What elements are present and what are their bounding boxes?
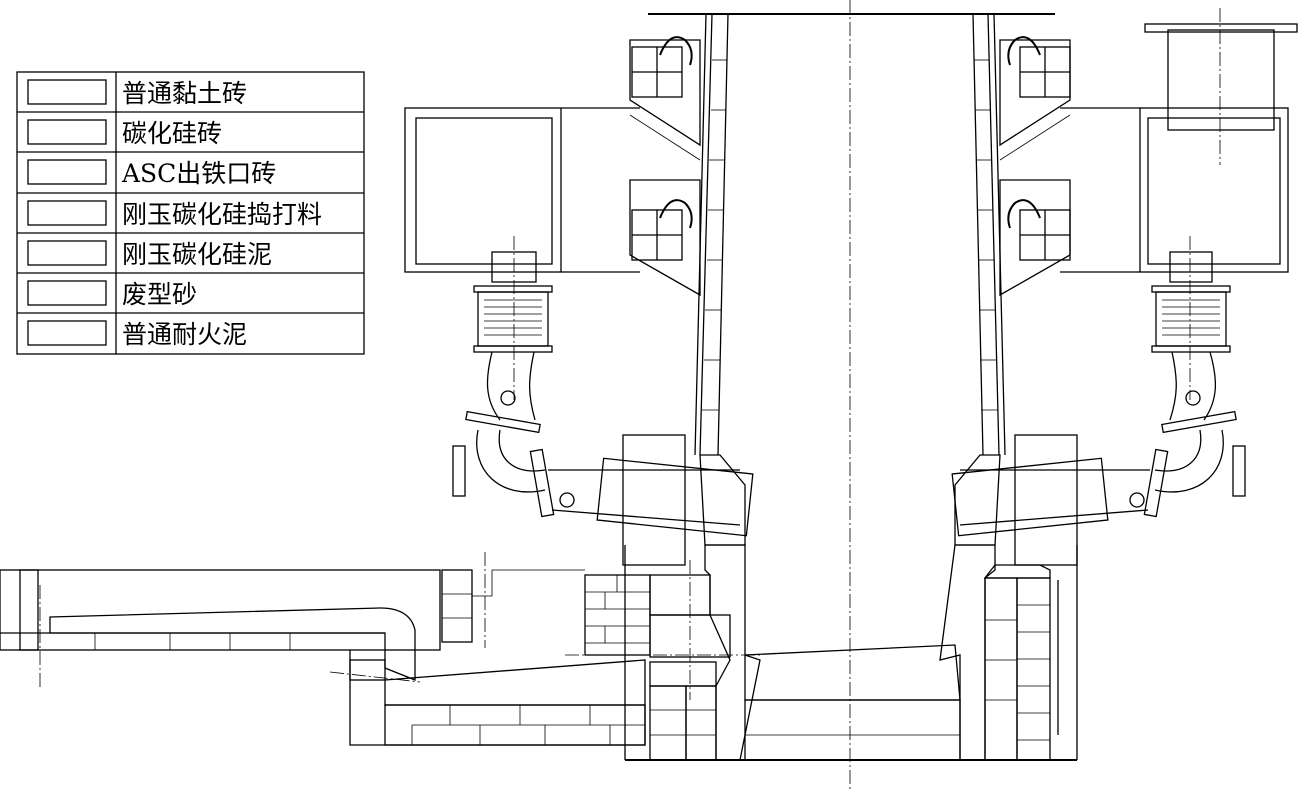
legend: 普通黏土砖 碳化硅砖 ASC出铁口砖 刚玉碳化硅捣打料 刚玉碳化硅泥 废型砂 普… <box>16 71 365 355</box>
iron-runner <box>0 552 646 746</box>
hearth <box>565 544 1078 761</box>
swatch-corundum-sic-mortar <box>27 240 107 266</box>
swatch-corundum-sic-ramming <box>27 200 107 226</box>
tuyere-stock-right <box>951 236 1246 537</box>
swatch-asc-taphole-brick <box>27 159 107 185</box>
legend-label-asc-taphole-brick: ASC出铁口砖 <box>121 159 276 188</box>
swatch-refractory-mortar <box>27 320 107 346</box>
furnace-shaft <box>629 13 1071 456</box>
legend-label-sic-brick: 碳化硅砖 <box>122 119 222 148</box>
bustle-pipe-left <box>404 107 640 273</box>
legend-frame <box>16 71 365 355</box>
legend-label-corundum-sic-mortar: 刚玉碳化硅泥 <box>122 240 272 269</box>
legend-label-waste-sand: 废型砂 <box>122 280 197 309</box>
tuyere-zone-lining <box>622 434 1078 566</box>
tuyere-stock-left <box>452 236 754 537</box>
legend-label-clay-brick: 普通黏土砖 <box>122 79 247 108</box>
swatch-clay-brick <box>27 79 107 105</box>
bustle-pipe-right <box>1060 8 1298 273</box>
legend-label-refractory-mortar: 普通耐火泥 <box>122 320 247 349</box>
swatch-waste-sand <box>27 280 107 306</box>
swatch-sic-brick <box>27 119 107 145</box>
legend-label-corundum-sic-ramming: 刚玉碳化硅捣打料 <box>122 200 322 229</box>
